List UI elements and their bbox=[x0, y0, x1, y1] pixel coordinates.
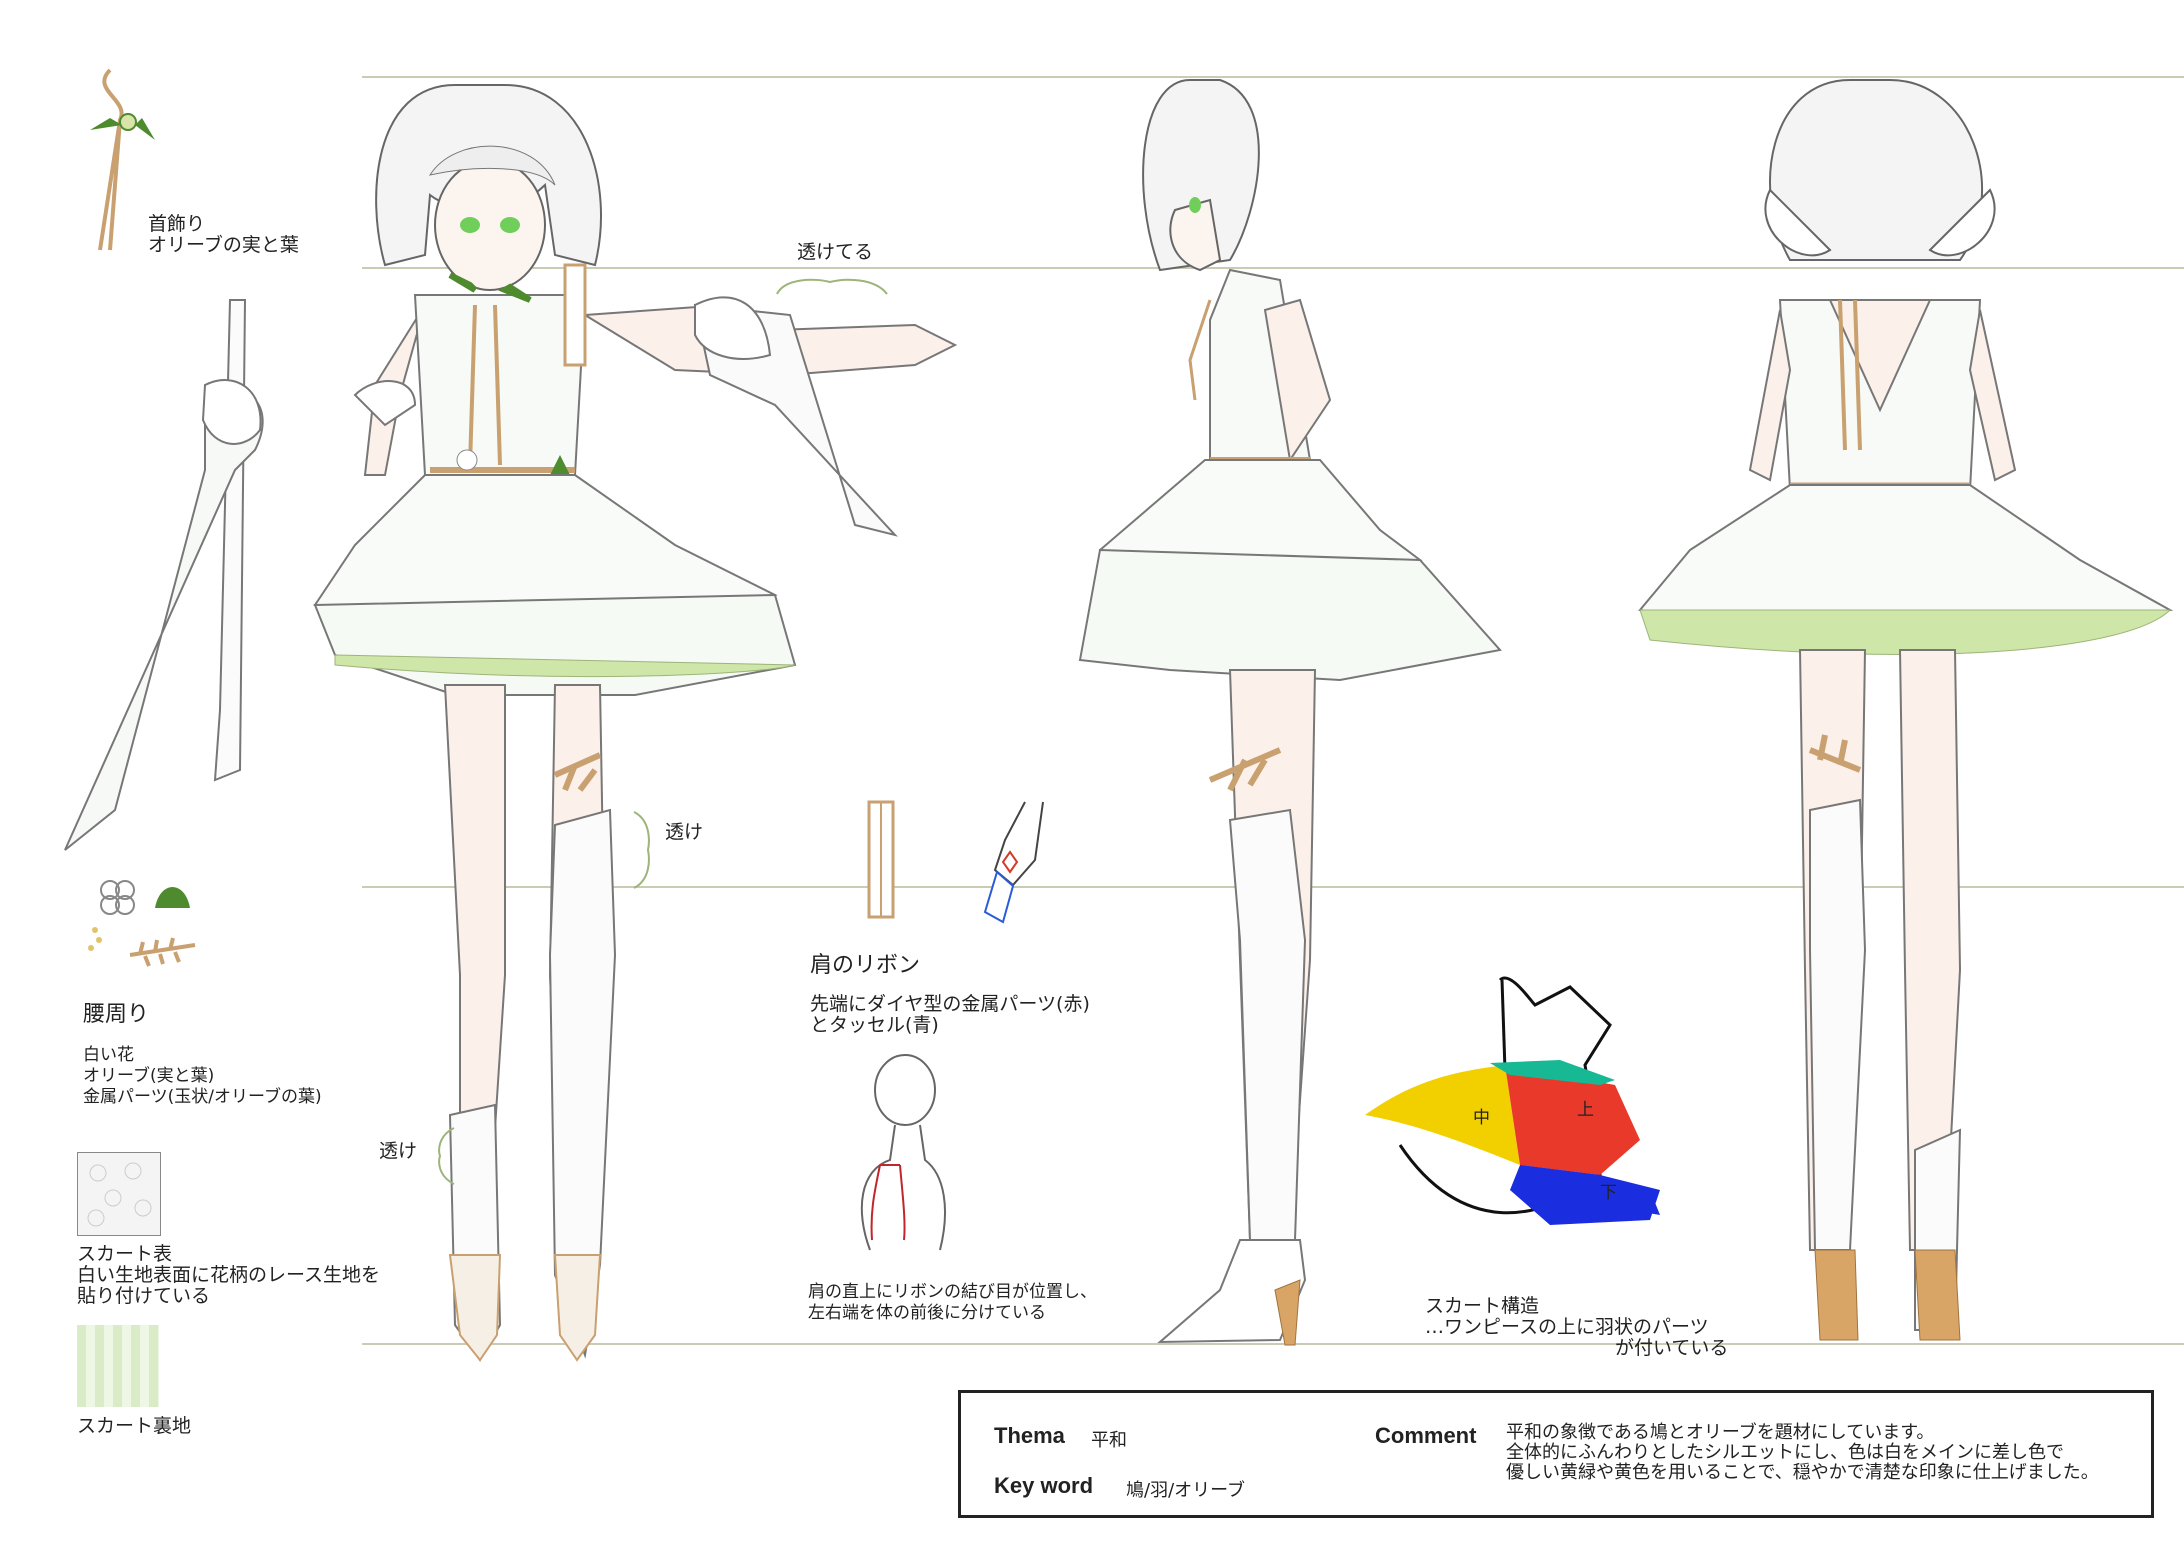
skirt-structure-diagram bbox=[1365, 976, 1660, 1225]
sleeve-bracket bbox=[776, 278, 888, 295]
comment-label: Comment bbox=[1375, 1423, 1477, 1448]
ribbon-title: 肩のリボン bbox=[810, 953, 921, 978]
waist-items: 白い花 オリーブ(実と葉) 金属パーツ(玉状/オリーブの葉) bbox=[83, 1045, 322, 1107]
diagram-label-mid: 中 bbox=[1473, 1108, 1490, 1128]
front-view-figure bbox=[313, 84, 958, 1362]
boot-bracket bbox=[438, 1127, 455, 1185]
keyword-label: Key word bbox=[994, 1473, 1094, 1498]
skirt-structure-note: スカート構造 …ワンピースの上に羽状のパーツ が付いている bbox=[1425, 1295, 1729, 1359]
lace-pattern bbox=[87, 1162, 152, 1227]
ribbon-tip-closeup bbox=[983, 801, 1044, 924]
sleeve-illustration bbox=[64, 299, 264, 851]
comment-value: 平和の象徴である鳩とオリーブを題材にしています。 全体的にふんわりとしたシルエッ… bbox=[1506, 1422, 2099, 1483]
back-view-figure bbox=[1638, 79, 2174, 1341]
sheer-boot-note: 透け bbox=[379, 1140, 418, 1162]
necklace-note: 首飾り オリーブの実と葉 bbox=[148, 213, 299, 256]
necklace-illustration bbox=[90, 68, 155, 251]
diagram-label-bottom: 下 bbox=[1600, 1183, 1617, 1203]
skirt-outer-note: スカート表 白い生地表面に花柄のレース生地を 貼り付けている bbox=[77, 1243, 381, 1307]
lace-fabric-swatch bbox=[77, 1152, 161, 1236]
guide-line-shoulder bbox=[362, 267, 2184, 269]
design-info-box: Thema 平和 Key word 鳩/羽/オリーブ Comment 平和の象徴… bbox=[958, 1390, 2154, 1518]
lining-fabric-swatch bbox=[77, 1325, 159, 1407]
ribbon-description: 先端にダイヤ型の金属パーツ(赤) とタッセル(青) bbox=[810, 993, 1090, 1036]
waist-title: 腰周り bbox=[83, 1002, 150, 1027]
thema-label: Thema bbox=[994, 1423, 1065, 1448]
skirt-lining-note: スカート裏地 bbox=[77, 1415, 192, 1437]
guide-line-top bbox=[362, 76, 2184, 78]
thigh-bracket bbox=[633, 811, 650, 889]
thema-value: 平和 bbox=[1091, 1430, 1127, 1451]
side-view-figure bbox=[1078, 79, 1502, 1346]
ribbon-closeup bbox=[867, 800, 895, 919]
waist-parts-illustration bbox=[88, 880, 196, 967]
diagram-label-top: 上 bbox=[1577, 1100, 1594, 1120]
guide-line-floor bbox=[362, 1343, 2184, 1345]
sheer-sleeve-note: 透けてる bbox=[797, 241, 874, 263]
keyword-value: 鳩/羽/オリーブ bbox=[1126, 1480, 1246, 1501]
ribbon-position-note: 肩の直上にリボンの結び目が位置し、 左右端を体の前後に分けている bbox=[808, 1282, 1097, 1323]
sheer-thigh-note: 透け bbox=[665, 821, 704, 843]
ribbon-position-sketch bbox=[860, 1054, 946, 1251]
